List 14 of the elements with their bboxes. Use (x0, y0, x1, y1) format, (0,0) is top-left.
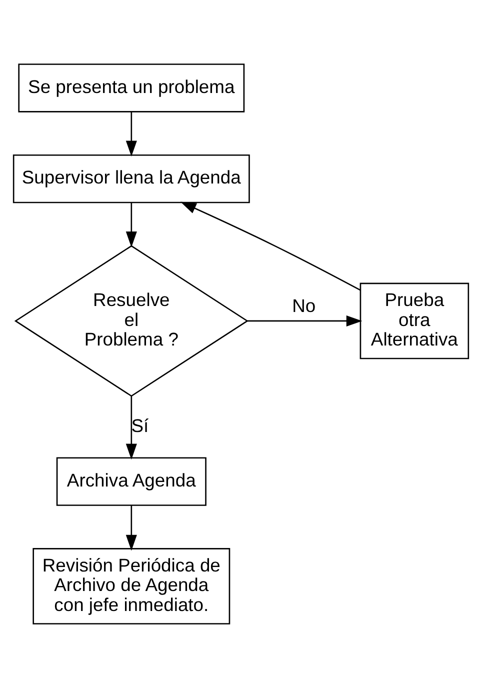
node-box: Supervisor llena la Agenda (12, 154, 250, 203)
arrow (126, 396, 137, 460)
arrow (180, 201, 361, 290)
arrow (126, 202, 137, 247)
edge-label: Sí (131, 414, 149, 436)
arrow (126, 505, 137, 550)
node-box: Archiva Agenda (56, 456, 206, 506)
arrow (247, 314, 362, 326)
node-box: Prueba otra Alternativa (360, 282, 470, 359)
node-box: Revisión Periódica de Archivo de Agenda con jefe inmediato. (32, 548, 230, 624)
node-diamond: Resuelve el Problema ? (14, 244, 248, 396)
arrow (126, 111, 137, 156)
node-box: Se presenta un problema (18, 63, 245, 112)
edge-label: No (292, 294, 316, 316)
